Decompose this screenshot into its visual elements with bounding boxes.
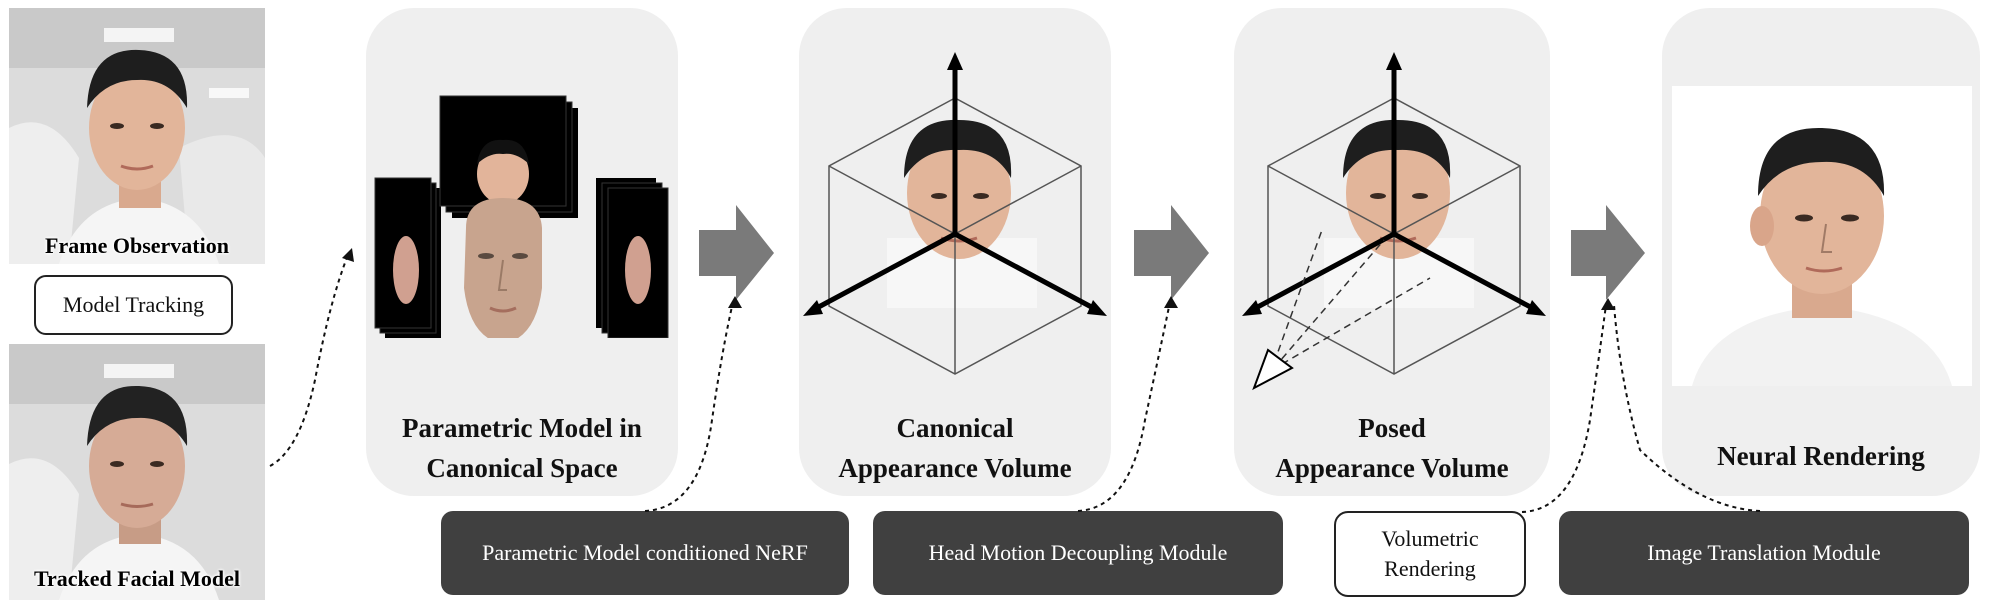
connector-arrowhead-2 [728, 296, 742, 308]
parametric-model-title: Parametric Model in Canonical Space [366, 408, 678, 488]
volumetric-rendering-label-line2: Rendering [1384, 556, 1476, 581]
neural-rendering-output [1672, 86, 1972, 386]
parametric-model-title-line2: Canonical Space [426, 453, 618, 483]
head-motion-module-box: Head Motion Decoupling Module [873, 511, 1283, 595]
canonical-volume-title-line2: Appearance Volume [838, 453, 1072, 483]
connector-image-translation-to-arrow-3 [1613, 304, 1761, 512]
parametric-model-title-line1: Parametric Model in [402, 413, 642, 443]
connector-nerf-to-arrow-1 [644, 301, 734, 512]
neural-rendering-title-line1: Neural Rendering [1717, 441, 1925, 471]
model-tracking-label: Model Tracking [62, 292, 205, 317]
image-translation-module-box: Image Translation Module [1559, 511, 1969, 595]
neural-rendering-title: Neural Rendering [1662, 436, 1980, 476]
image-translation-module-label: Image Translation Module [1647, 540, 1881, 565]
connector-head-motion-to-arrow-2 [1077, 301, 1171, 512]
canonical-volume-panel: Canonical Appearance Volume [799, 8, 1111, 496]
volumetric-rendering-label-line1: Volumetric [1381, 526, 1479, 551]
head-motion-module-label: Head Motion Decoupling Module [928, 540, 1228, 565]
connector-arrowhead-4 [1601, 298, 1615, 310]
volumetric-rendering-box: Volumetric Rendering [1334, 511, 1526, 597]
flow-arrow-1 [699, 205, 774, 300]
tracked-facial-model-photo: Tracked Facial Model [9, 344, 265, 600]
posed-volume-title-line2: Appearance Volume [1275, 453, 1509, 483]
nerf-module-label: Parametric Model conditioned NeRF [482, 540, 808, 565]
canonical-volume-illustration [803, 52, 1107, 375]
model-tracking-box: Model Tracking [34, 275, 233, 335]
posed-volume-illustration [1242, 52, 1546, 391]
parametric-model-panel: Parametric Model in Canonical Space [366, 8, 678, 496]
connector-volumetric-to-arrow-3 [1521, 304, 1607, 513]
posed-volume-panel: Posed Appearance Volume [1234, 8, 1550, 496]
canonical-volume-title-line1: Canonical [896, 413, 1014, 443]
frame-observation-label: Frame Observation [45, 233, 229, 258]
parametric-model-illustration [374, 95, 669, 338]
tracked-facial-model-label: Tracked Facial Model [33, 566, 241, 591]
connector-tracked-to-parametric [269, 254, 349, 467]
flow-arrow-2 [1134, 205, 1209, 300]
connector-arrowhead-1 [342, 248, 354, 262]
frame-observation-photo: Frame Observation [9, 8, 265, 264]
connector-arrowhead-3 [1164, 296, 1178, 308]
canonical-volume-title: Canonical Appearance Volume [799, 408, 1111, 488]
nerf-module-box: Parametric Model conditioned NeRF [441, 511, 849, 595]
posed-volume-title: Posed Appearance Volume [1234, 408, 1550, 488]
neural-rendering-panel: Neural Rendering [1662, 8, 1980, 496]
posed-volume-title-line1: Posed [1358, 413, 1426, 443]
flow-arrow-3 [1571, 205, 1645, 300]
